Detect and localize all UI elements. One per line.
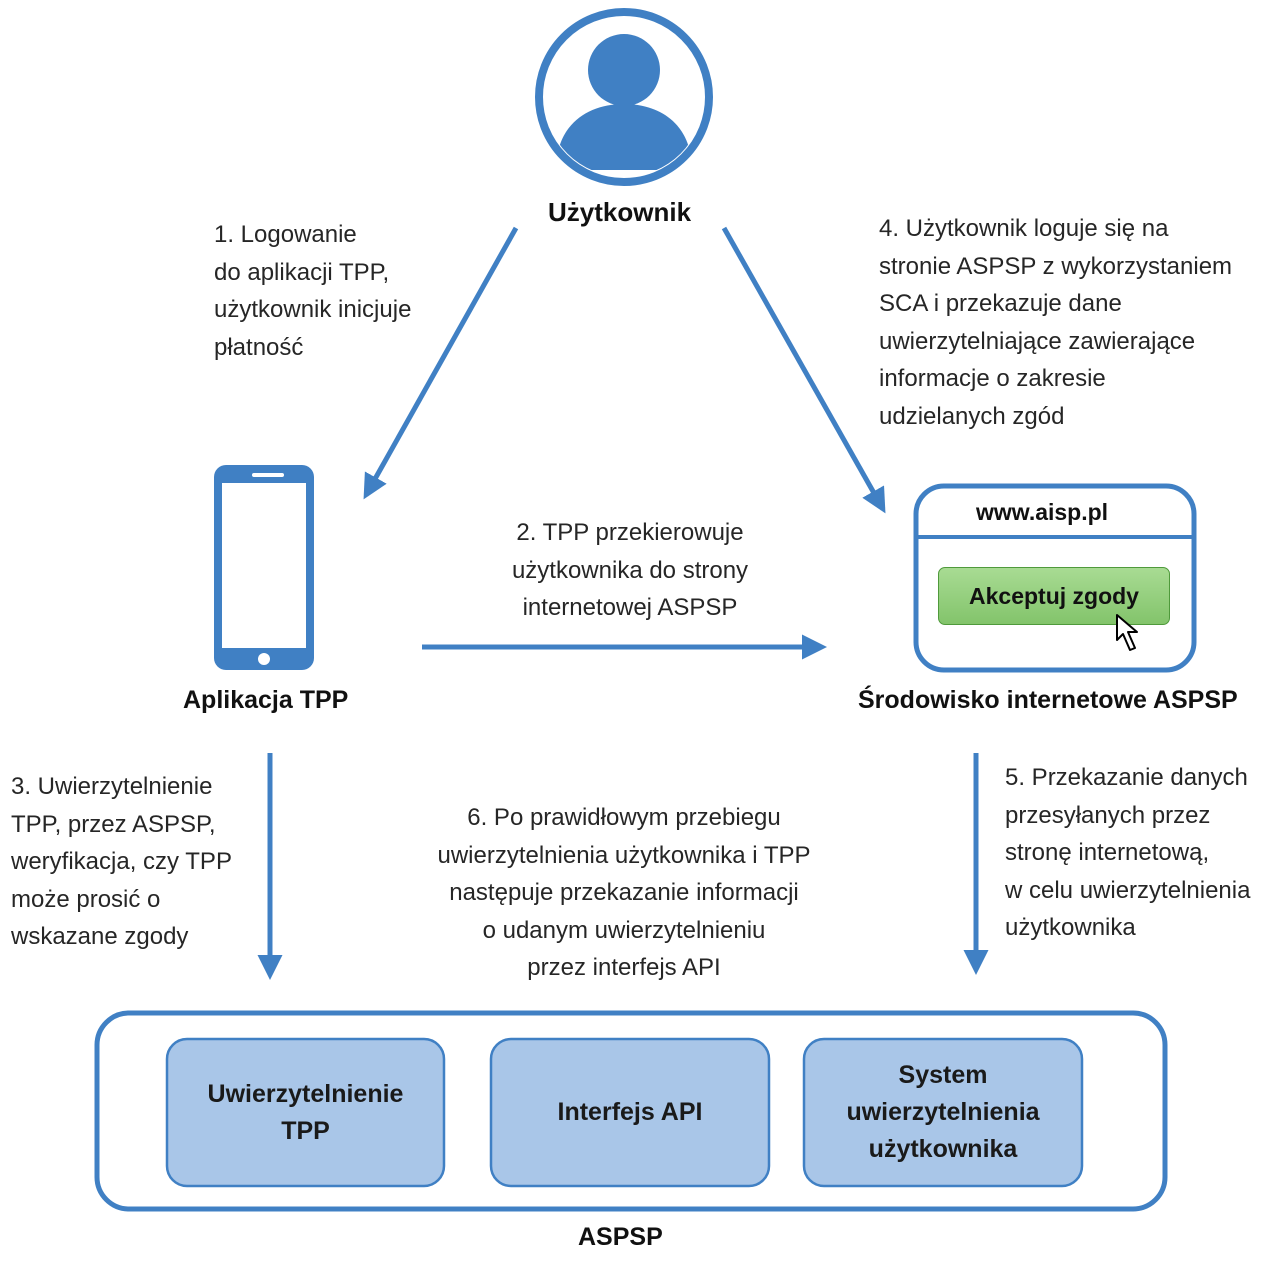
accept-consents-button[interactable]: Akceptuj zgody	[938, 567, 1170, 625]
node-aspsp-web-label: Środowisko internetowe ASPSP	[858, 686, 1238, 714]
browser-url: www.aisp.pl	[976, 499, 1109, 525]
aspsp-box-tpp-auth	[165, 1037, 446, 1188]
arrow-step-4	[721, 226, 886, 514]
user-avatar-icon	[535, 8, 713, 186]
node-aspsp-label: ASPSP	[578, 1223, 663, 1251]
node-tpp-app-label: Aplikacja TPP	[183, 686, 349, 714]
smartphone-icon	[214, 465, 314, 670]
arrow-step-1	[363, 226, 519, 500]
aspsp-box-api-label: Interfejs API	[557, 1098, 703, 1126]
aspsp-box-user-auth	[802, 1037, 1084, 1188]
aspsp-box-api	[489, 1037, 771, 1188]
node-user-label: Użytkownik	[548, 197, 692, 227]
